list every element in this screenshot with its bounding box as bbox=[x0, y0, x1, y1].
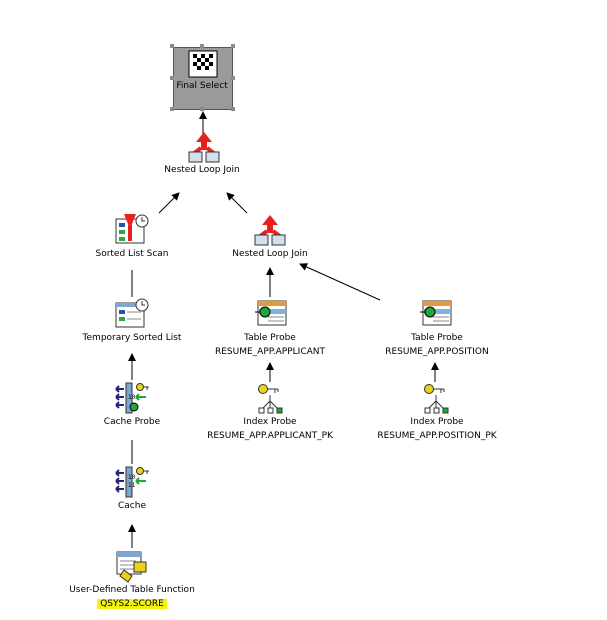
index-probe-object-label: RESUME_APP.POSITION_PK bbox=[377, 431, 497, 441]
selection-handle[interactable] bbox=[170, 76, 174, 80]
edge-tp2-to-nlj2 bbox=[299, 263, 381, 301]
index-probe-icon[interactable] bbox=[254, 383, 288, 415]
sorted-list-scan-label: Sorted List Scan bbox=[95, 249, 169, 259]
svg-text:10: 10 bbox=[128, 474, 136, 481]
selection-handle[interactable] bbox=[231, 44, 235, 48]
temporary-sorted-list-icon[interactable] bbox=[114, 297, 150, 329]
user-defined-table-function-icon[interactable] bbox=[114, 550, 150, 584]
selection-handle[interactable] bbox=[200, 107, 204, 111]
index-probe-label: Index Probe bbox=[410, 417, 464, 427]
table-probe-label: Table Probe bbox=[411, 333, 463, 343]
selection-handle[interactable] bbox=[170, 44, 174, 48]
edge-sls-to-nlj bbox=[158, 192, 180, 214]
final-select-label: Final Select bbox=[176, 81, 228, 91]
nested-loop-join-label: Nested Loop Join bbox=[232, 249, 308, 259]
selection-handle[interactable] bbox=[231, 76, 235, 80]
edge-nlj2-to-nlj bbox=[226, 192, 248, 214]
nested-loop-join-icon[interactable] bbox=[253, 213, 287, 247]
checkered-flag-icon bbox=[188, 50, 218, 78]
udtf-object-wrapper: QSYS2.SCORE bbox=[97, 597, 167, 611]
sorted-list-scan-icon[interactable] bbox=[114, 213, 150, 245]
selection-handle[interactable] bbox=[200, 44, 204, 48]
table-probe-object-label: RESUME_APP.POSITION bbox=[385, 347, 489, 357]
cache-icon[interactable]: 10 11 bbox=[114, 465, 150, 499]
nested-loop-join-icon[interactable] bbox=[187, 130, 221, 164]
selection-handle[interactable] bbox=[170, 107, 174, 111]
udtf-label: User-Defined Table Function bbox=[69, 585, 195, 595]
nested-loop-join-label: Nested Loop Join bbox=[164, 165, 240, 175]
connector-edges bbox=[128, 111, 439, 548]
table-probe-object-label: RESUME_APP.APPLICANT bbox=[214, 347, 326, 357]
cache-probe-icon[interactable]: 10 bbox=[114, 381, 150, 415]
svg-text:10: 10 bbox=[128, 394, 136, 401]
index-probe-object-label: RESUME_APP.APPLICANT_PK bbox=[207, 431, 333, 441]
cache-probe-label: Cache Probe bbox=[103, 417, 161, 427]
cache-label: Cache bbox=[118, 501, 146, 511]
svg-text:11: 11 bbox=[128, 482, 136, 489]
index-probe-icon[interactable] bbox=[420, 383, 454, 415]
table-probe-icon[interactable] bbox=[419, 299, 453, 329]
table-probe-icon[interactable] bbox=[254, 299, 288, 329]
udtf-object-label: QSYS2.SCORE bbox=[97, 599, 167, 609]
selection-handle[interactable] bbox=[231, 107, 235, 111]
index-probe-label: Index Probe bbox=[243, 417, 297, 427]
table-probe-label: Table Probe bbox=[244, 333, 296, 343]
temporary-sorted-list-label: Temporary Sorted List bbox=[82, 333, 182, 343]
